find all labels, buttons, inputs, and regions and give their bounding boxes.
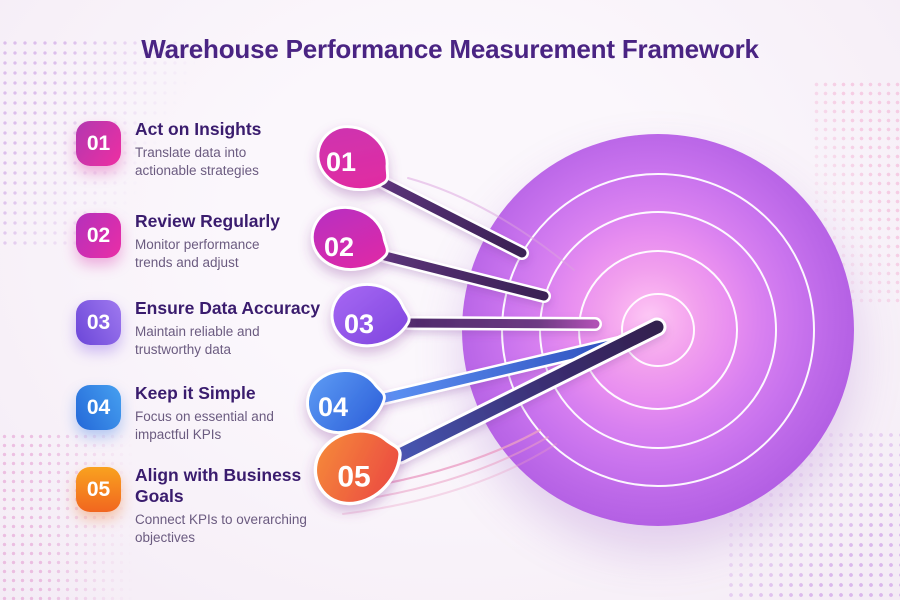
dart-flight-5 (313, 429, 402, 506)
dart-shafts (373, 176, 667, 465)
dart-label-5: 05 (337, 461, 370, 494)
dart-flight-1 (316, 125, 390, 192)
dart-label-3: 03 (344, 309, 374, 339)
item-title-3: Ensure Data Accuracy (135, 298, 321, 318)
item-number-badge-3: 03 (76, 300, 121, 345)
dart-label-1: 01 (326, 147, 356, 177)
list-item-4: 04 Keep it Simple Focus on essential and… (76, 383, 335, 444)
list-item-3: 03 Ensure Data Accuracy Maintain reliabl… (76, 298, 335, 359)
item-title-4: Keep it Simple (135, 383, 256, 403)
item-title-1: Act on Insights (135, 119, 262, 139)
item-number-badge-5: 05 (76, 467, 121, 512)
dart-flight-4 (306, 369, 386, 435)
dart-flights (306, 125, 411, 506)
page-title: Warehouse Performance Measurement Framew… (141, 34, 759, 64)
list-item-5: 05 Align with Business Goals Connect KPI… (76, 465, 335, 547)
item-title-2: Review Regularly (135, 211, 280, 231)
list-item-2: 02 Review Regularly Monitor performance … (76, 211, 335, 272)
item-description-3: Maintain reliable and trustworthy data (135, 324, 260, 357)
target-ring-center (621, 293, 695, 367)
dart-labels: 01 02 03 04 05 (318, 147, 374, 494)
dart-shaft-2 (380, 251, 549, 301)
item-number-badge-1: 01 (76, 121, 121, 166)
dart-label-2: 02 (324, 232, 354, 262)
item-description-4: Focus on essential and impactful KPIs (135, 409, 274, 442)
list-item-1: 01 Act on Insights Translate data into a… (76, 119, 335, 180)
dart-shaft-5 (393, 320, 664, 462)
dart-flight-3 (330, 283, 411, 348)
item-description-1: Translate data into actionable strategie… (135, 145, 259, 178)
dart-shaft-3 (403, 318, 600, 329)
item-description-2: Monitor performance trends and adjust (135, 237, 260, 270)
item-number-badge-4: 04 (76, 385, 121, 430)
item-title-5: Align with Business Goals (135, 465, 302, 506)
dart-shaft-1 (379, 178, 527, 258)
item-description-5: Connect KPIs to overarching objectives (135, 512, 307, 545)
dart-label-4: 04 (318, 392, 348, 422)
item-number-badge-2: 02 (76, 213, 121, 258)
dart-flight-2 (310, 205, 389, 271)
